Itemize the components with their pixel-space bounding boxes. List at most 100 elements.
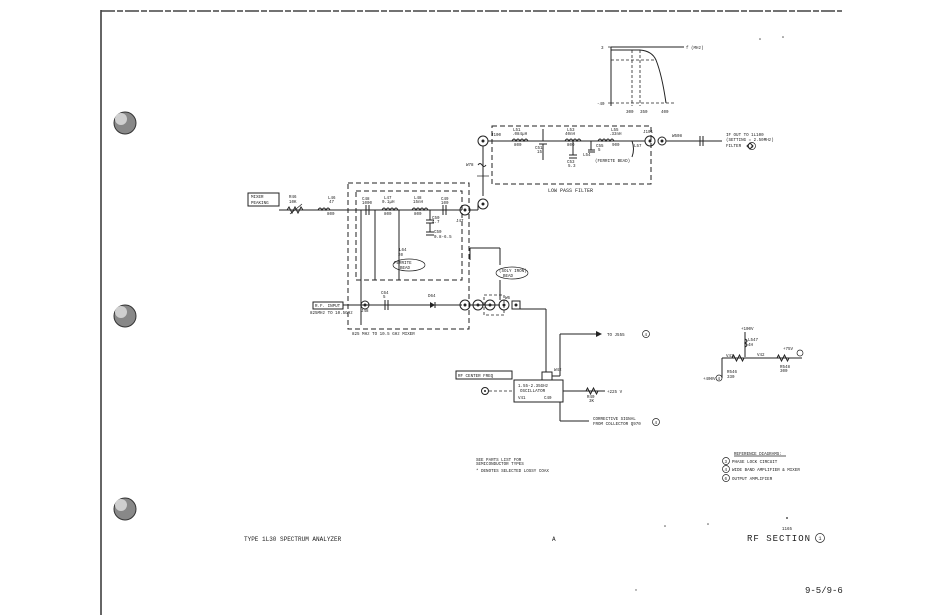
svg-text:1.55-2.35GHz: 1.55-2.35GHz: [518, 385, 549, 389]
graph-x-tick: 350: [640, 111, 648, 115]
svg-text:800: 800: [514, 144, 522, 148]
svg-text:MIXER: MIXER: [251, 196, 264, 200]
svg-text:W78: W78: [466, 164, 474, 168]
svg-text:R548: R548: [780, 366, 791, 370]
svg-text:800: 800: [327, 213, 335, 217]
svg-text:W6: W6: [505, 297, 511, 301]
svg-text:L53: L53: [567, 129, 575, 133]
svg-text:V41: V41: [518, 397, 526, 401]
svg-text:0.1µH: 0.1µH: [382, 201, 395, 205]
svg-text:R46: R46: [289, 196, 297, 200]
reference-diagrams: REFERENCE DIAGRAMS: 3 PHASE LOCK CIRCUIT…: [722, 453, 800, 482]
svg-text:V42: V42: [757, 354, 765, 358]
svg-text:800: 800: [567, 144, 575, 148]
svg-text:(FERRITE BEAD): (FERRITE BEAD): [595, 159, 630, 164]
svg-text:W508: W508: [672, 135, 683, 139]
svg-text:6: 6: [725, 478, 728, 482]
reference-item: 6 OUTPUT AMPLIFIER: [722, 474, 773, 482]
svg-text:L57: L57: [634, 145, 642, 149]
reference-title: REFERENCE DIAGRAMS:: [734, 453, 782, 457]
svg-text:W42: W42: [554, 369, 562, 373]
svg-text:4: 4: [645, 334, 648, 338]
svg-text:FROM COLLECTOR Q970: FROM COLLECTOR Q970: [593, 423, 641, 427]
svg-text:L48: L48: [414, 197, 422, 201]
svg-text:WIDE BAND AMPLIFIER & MIXER: WIDE BAND AMPLIFIER & MIXER: [732, 469, 800, 473]
instrument-title: TYPE 1L30 SPECTRUM ANALYZER: [244, 536, 342, 543]
svg-text:L547: L547: [748, 339, 759, 343]
svg-text:V41: V41: [726, 355, 734, 359]
rf-center-freq-label: RF CENTER FREQ: [458, 375, 494, 379]
svg-text:PEAKING: PEAKING: [251, 202, 269, 206]
svg-text:C48: C48: [362, 198, 370, 202]
svg-text:C50: C50: [432, 217, 440, 221]
svg-text:.084µH: .084µH: [512, 133, 528, 137]
low-pass-filter: LOW PASS FILTER J100 L51 .084µH 800 C51 …: [477, 125, 667, 194]
svg-text:+400V: +400V: [703, 378, 716, 382]
svg-text:C53: C53: [567, 161, 575, 165]
svg-text:5: 5: [598, 149, 601, 153]
svg-text:825MHz TO 10.5GHz: 825MHz TO 10.5GHz: [310, 312, 353, 316]
section-number: 1: [819, 536, 822, 542]
svg-text:0.8-6.5: 0.8-6.5: [434, 236, 452, 240]
svg-text:4: 4: [655, 422, 658, 426]
corner-code: 1165: [782, 528, 793, 532]
svg-text:4: 4: [751, 146, 754, 150]
drawing-mark: A: [552, 536, 556, 543]
svg-text:900: 900: [612, 144, 620, 148]
graph-x-tick: 400: [661, 111, 669, 115]
reference-item: 3 PHASE LOCK CIRCUIT: [722, 457, 778, 465]
svg-text:800: 800: [384, 213, 392, 217]
note-line: * DENOTES SELECTED LOSSY COAX: [476, 469, 549, 474]
svg-text:4H: 4H: [748, 344, 754, 348]
section-number-badge: [815, 533, 825, 543]
svg-text:+225 V: +225 V: [607, 391, 623, 395]
svg-text:40nH: 40nH: [565, 133, 576, 137]
j101-label: J101: [643, 131, 654, 135]
svg-text:4: 4: [725, 469, 728, 473]
graph-y-top: 3: [601, 47, 604, 51]
svg-text:L46: L46: [328, 197, 336, 201]
svg-text:R40: R40: [587, 396, 595, 400]
svg-text:15: 15: [537, 151, 543, 155]
svg-text:L64: L64: [399, 249, 407, 253]
svg-text:R.F. INPUT: R.F. INPUT: [315, 305, 341, 309]
svg-text:C49: C49: [441, 198, 449, 202]
interconnect-w78: W78: [466, 146, 489, 210]
section-title: RF SECTION: [747, 534, 811, 544]
if-out-text: IF OUT TO 1L100: [726, 134, 764, 138]
binder-holes: [113, 111, 137, 521]
svg-text:TO J555: TO J555: [607, 334, 625, 338]
graph-x-tick: 300: [626, 111, 634, 115]
svg-text:L51: L51: [513, 129, 521, 133]
svg-text:PHASE LOCK CIRCUIT: PHASE LOCK CIRCUIT: [732, 461, 778, 465]
graph-x-label: f (MHz): [686, 46, 704, 51]
svg-text:5.3: 5.3: [568, 165, 576, 169]
svg-text:4: 4: [718, 378, 721, 382]
svg-text:FILTER: FILTER: [726, 145, 742, 149]
note-line: SEMICONDUCTOR TYPES: [476, 463, 524, 467]
svg-text:825 MHz TO 10.5 GHz MIXER: 825 MHz TO 10.5 GHz MIXER: [352, 333, 415, 337]
svg-text:BEAD: BEAD: [503, 275, 514, 279]
svg-text:300: 300: [780, 370, 788, 374]
svg-text:L54: L54: [583, 154, 591, 158]
svg-text:4.7: 4.7: [432, 221, 440, 225]
svg-text:20: 20: [398, 254, 404, 258]
svg-text:L47: L47: [384, 197, 392, 201]
svg-text:(SOLY IRON): (SOLY IRON): [499, 269, 527, 274]
j100-label: J100: [491, 134, 502, 138]
svg-text:OSCILLATOR: OSCILLATOR: [520, 390, 546, 394]
svg-text:CORRECTIVE SIGNAL: CORRECTIVE SIGNAL: [593, 418, 636, 422]
svg-text:R546: R546: [727, 371, 738, 375]
page-number: 9-5/9-6: [805, 586, 843, 596]
svg-text:5: 5: [383, 296, 386, 300]
svg-text:L55: L55: [611, 129, 619, 133]
svg-text:47: 47: [329, 201, 335, 205]
svg-text:800: 800: [414, 213, 422, 217]
svg-text:+100V: +100V: [741, 328, 754, 332]
mixer-peaking-input: MIXER PEAKING R46 10K L46 47 800: [247, 192, 356, 217]
svg-text:+75V: +75V: [783, 348, 794, 352]
svg-text:100: 100: [441, 202, 449, 206]
oscillator-block: RF CENTER FREQ 1.55-2.35GHz OSCILLATOR V…: [455, 330, 660, 427]
svg-text:1000: 1000: [362, 202, 373, 206]
